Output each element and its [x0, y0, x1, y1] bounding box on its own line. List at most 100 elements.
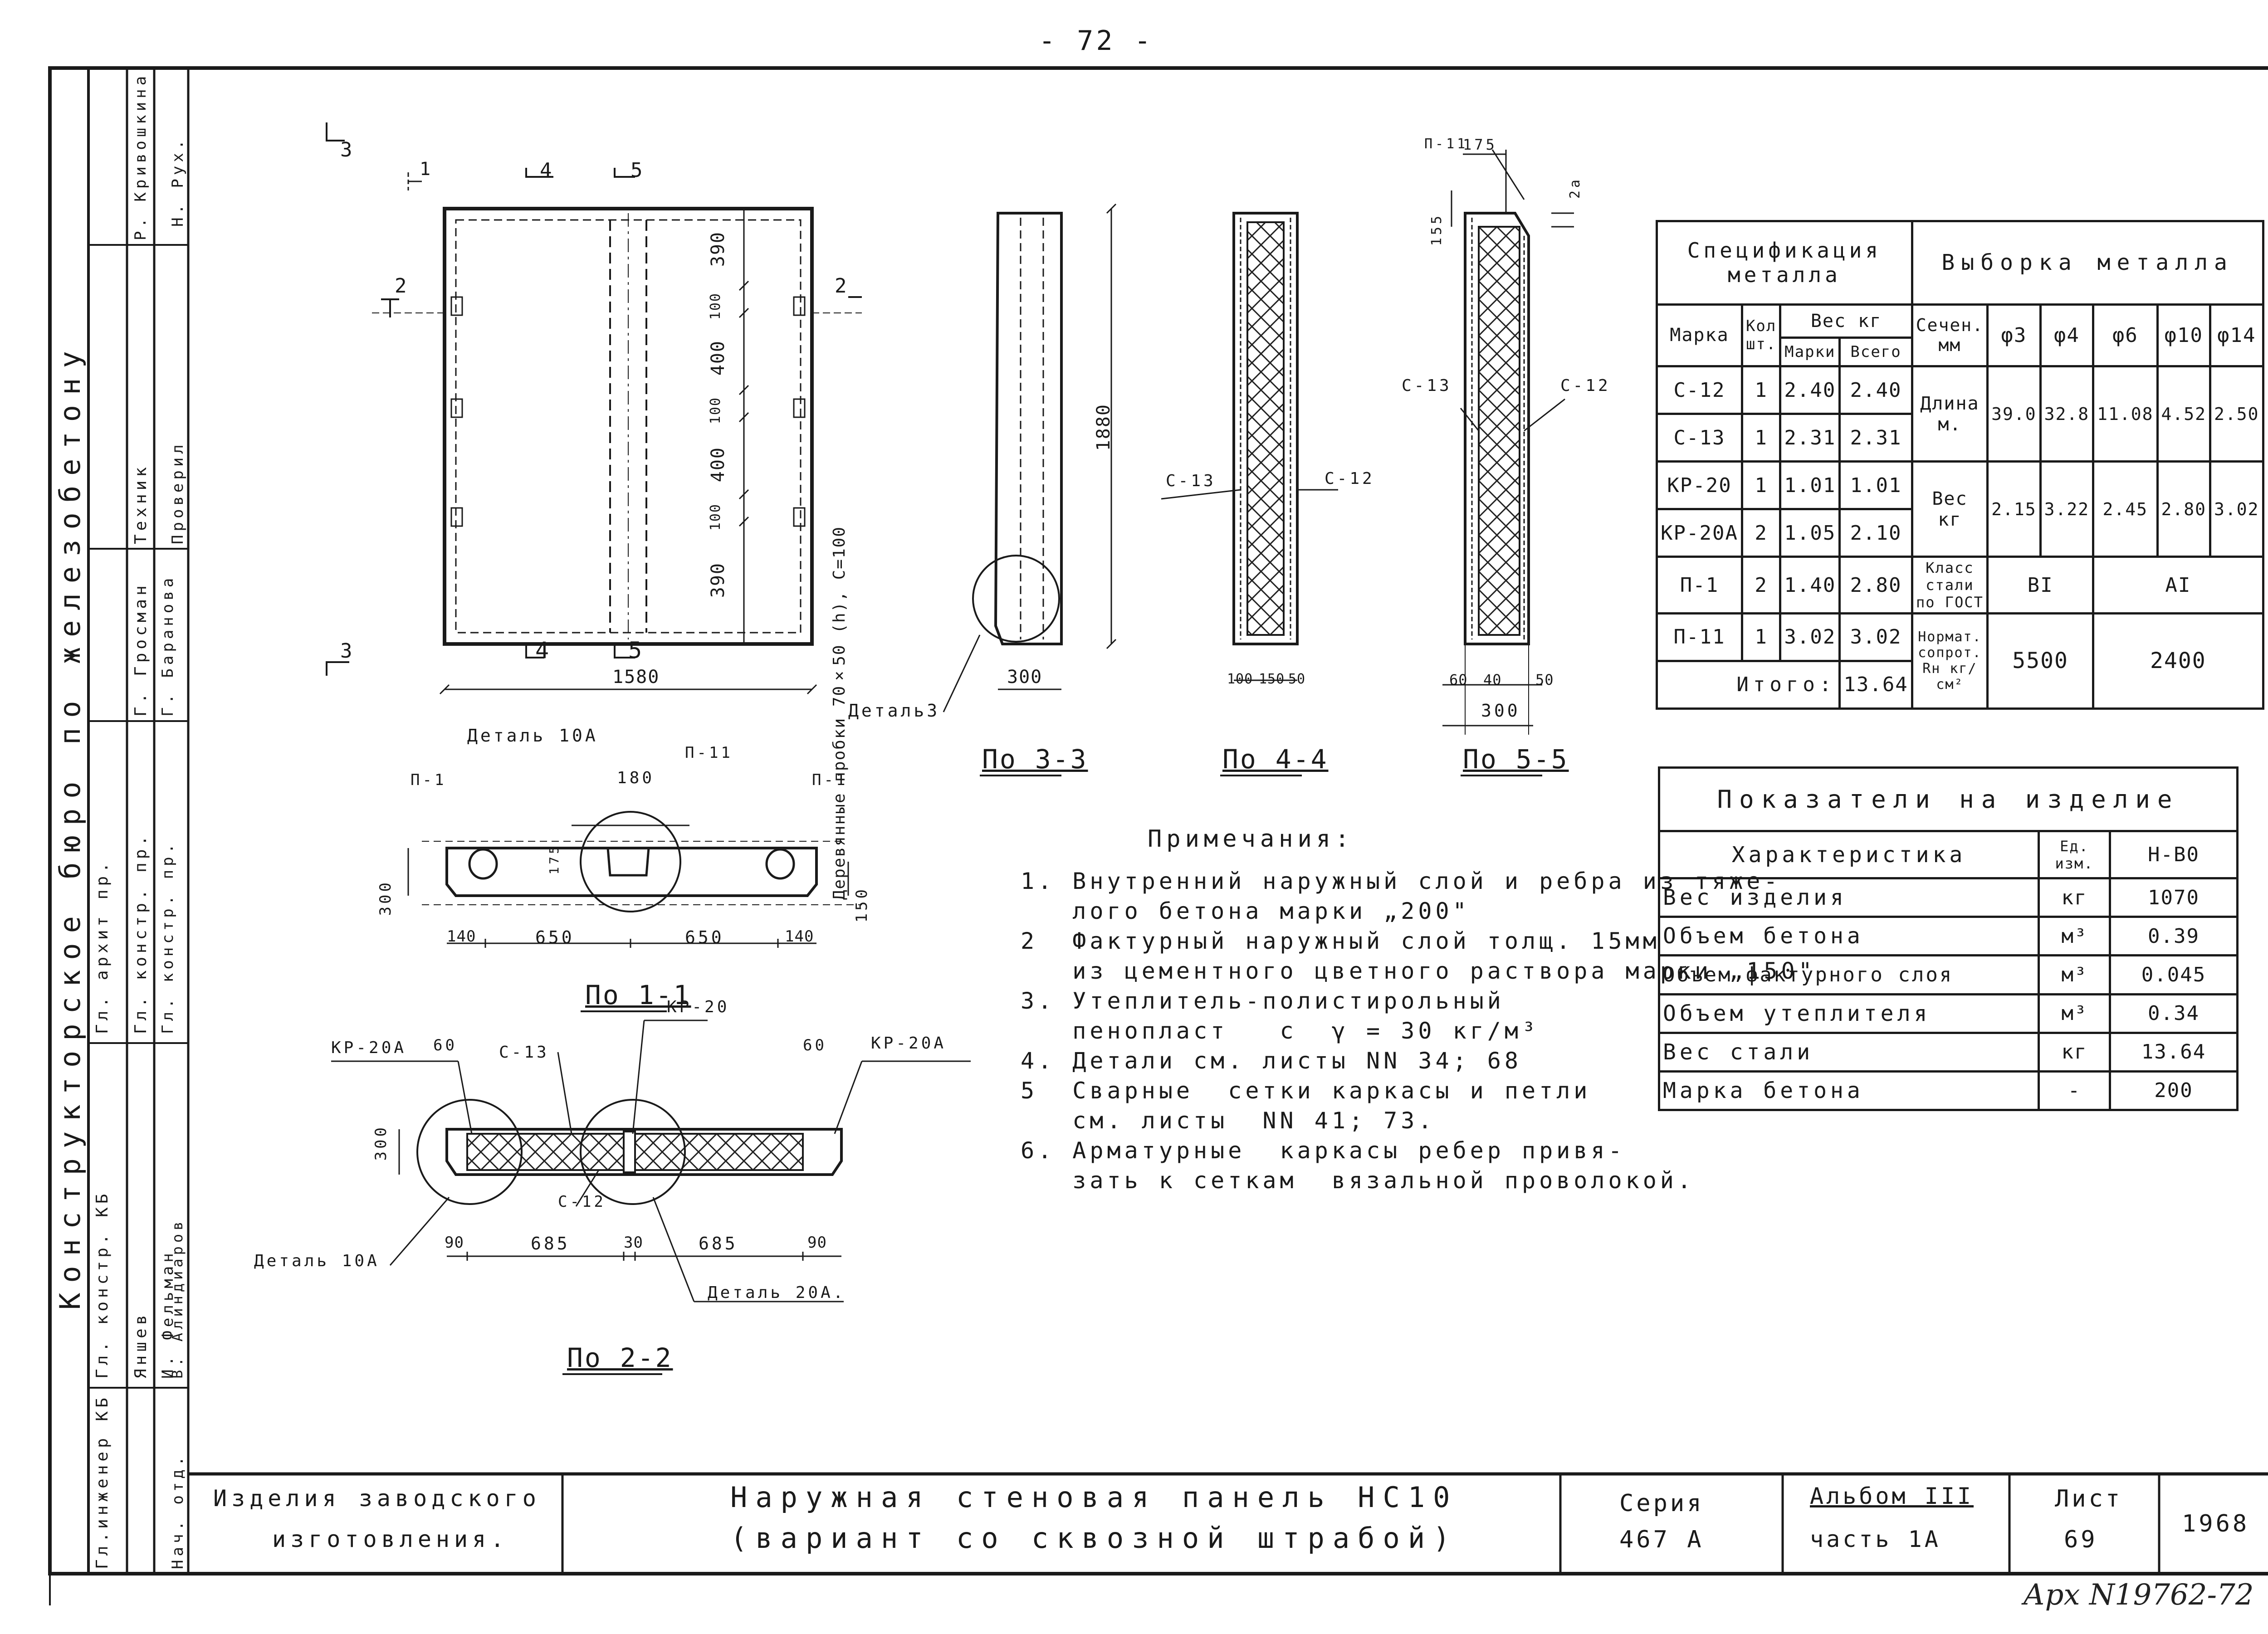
dim-1580: 1580: [612, 667, 660, 688]
note-line: 2 Фактурный наружный слой толщ. 15мм: [1021, 928, 1660, 954]
indicators-table: Показатели на изделие Характеристика Ед.…: [1658, 766, 2239, 1112]
dim-390-top: 390: [708, 231, 728, 267]
dim-100-b: 100: [708, 397, 723, 424]
col-d4: φ4: [2039, 303, 2095, 368]
stamp-name-baranova: Г. Баранова: [159, 574, 177, 717]
s2-kr20a-right: КР-20А: [871, 1034, 947, 1053]
note-line: из цементного цветного раствора марки „1…: [1021, 958, 1816, 984]
detail-3-label: Деталь3: [848, 701, 940, 721]
note-line: см. листы NN 41; 73.: [1021, 1107, 1436, 1134]
s5-dim-2a: 2а: [1567, 177, 1583, 199]
plug-label: Деревянные пробки 70×50 (h), С=100: [830, 526, 849, 900]
table-cell: -: [2038, 1070, 2111, 1112]
s2-kr20a-left: КР-20А: [331, 1039, 407, 1057]
table-cell: 1: [1740, 612, 1782, 662]
klass-ai: АI: [2092, 556, 2264, 615]
note-line: 3. Утеплитель-полистирольный: [1021, 988, 1505, 1014]
ves-d10: 2.80: [2156, 460, 2212, 558]
table-cell: 3.02: [1779, 612, 1841, 662]
table-cell: 3.02: [1838, 612, 1913, 662]
table-cell: Объем бетона: [1658, 916, 2040, 957]
note-line: 6. Арматурные каркасы ребер привя-: [1021, 1137, 1626, 1164]
drawing-title-line-2: (вариант со сквозной штрабой): [730, 1522, 1458, 1555]
itogo-value: 13.64: [1838, 659, 1913, 710]
table-cell: КР-20: [1656, 460, 1743, 511]
year: 1968: [2182, 1510, 2250, 1537]
table-cell: 1070: [2109, 877, 2239, 918]
table-cell: 1.01: [1838, 460, 1913, 511]
col-d10: φ10: [2156, 303, 2212, 368]
s1-dim-180: 180: [617, 769, 655, 787]
selection-title: Выборка металла: [1911, 220, 2264, 306]
detail-10a-label-s1: Деталь 10А: [467, 726, 598, 746]
table-cell: С-12: [1656, 365, 1743, 415]
col-ves-vsego: Всего: [1838, 337, 1913, 368]
s2-dim-90-right: 90: [807, 1234, 827, 1252]
s4-dim-100: 100: [1227, 671, 1253, 687]
s4-dim-150: 150: [1259, 671, 1285, 687]
s2-dim-90-left: 90: [445, 1234, 464, 1252]
table-cell: 1.05: [1779, 508, 1841, 558]
col-sechen: Сечен. мм: [1911, 303, 1989, 368]
s1-dim-140-right: 140: [785, 927, 814, 946]
table-cell: П-1: [1656, 556, 1743, 615]
table-cell: 0.045: [2109, 954, 2239, 995]
table-cell: Марка бетона: [1658, 1070, 2040, 1112]
table-cell: 200: [2109, 1070, 2239, 1112]
dlina-d3: 39.0: [1986, 365, 2042, 463]
panel-elevation: [326, 122, 862, 695]
dim-300-s3: 300: [1007, 667, 1043, 688]
cut-mark-4-bottom: 4: [535, 637, 552, 663]
table-cell: КР-20А: [1656, 508, 1743, 558]
s5-dim-175: 175: [1463, 136, 1497, 153]
section-5-5-label: По 5-5: [1463, 744, 1569, 775]
s5-dim-40: 40: [1483, 671, 1502, 688]
album-label: Альбом III: [1810, 1483, 1974, 1509]
table-cell: 1: [1740, 413, 1782, 463]
dim-400-a: 400: [708, 340, 728, 376]
spec-title: Спецификация металла: [1656, 220, 1913, 306]
col-d3: φ3: [1986, 303, 2042, 368]
dim-400-b: 400: [708, 447, 728, 483]
cut-mark-5-top: 5: [631, 159, 645, 182]
note-line: пенопласт с γ = 30 кг/м³: [1021, 1018, 1540, 1044]
cut-mark-3-top: 3: [340, 138, 355, 161]
s5-left-mesh-label: С-13: [1402, 376, 1452, 395]
cut-mark-4-top: 4: [540, 159, 555, 182]
table-cell: кг: [2038, 1031, 2111, 1073]
indicators-title: Показатели на изделие: [1658, 766, 2239, 833]
section-4-4: [1161, 212, 1338, 681]
klass-label: Класс стали по ГОСТ: [1911, 556, 1989, 615]
s4-right-mesh-label: С-12: [1325, 469, 1375, 488]
section-2-2-label: По 2-2: [567, 1342, 673, 1373]
itogo-label: Итого:: [1655, 659, 1841, 710]
note-line: зать к сеткам вязальной проволокой.: [1021, 1167, 1695, 1194]
table-cell: Объем утеплителя: [1658, 993, 2040, 1034]
table-cell: 1.01: [1779, 460, 1841, 511]
note-line: 4. Детали см. листы NN 34; 68: [1021, 1048, 1522, 1074]
s4-left-mesh-label: С-13: [1166, 472, 1216, 490]
org-name: Конструкторское бюро по железобетону: [54, 341, 87, 1310]
table-cell: 2.80: [1838, 556, 1913, 615]
s2-dim-300: 300: [372, 1125, 390, 1161]
s1-loop-center: П-11: [685, 744, 733, 762]
series-label: Серия: [1619, 1490, 1704, 1517]
section-3-3: [943, 203, 1117, 712]
category-line-1: Изделия заводского: [213, 1485, 541, 1512]
dlina-d10: 4.52: [2156, 365, 2212, 463]
stamp-name-rukh: Н. Рух.: [169, 136, 187, 227]
stamp-role-chief-constructor: Гл. констр. КБ: [93, 1190, 112, 1379]
category-line-2: изготовления.: [272, 1526, 509, 1552]
sheet-frame: [48, 66, 2268, 1575]
section-4-4-label: По 4-4: [1222, 744, 1329, 775]
table-cell: 1.40: [1779, 556, 1841, 615]
s5-dim-60: 60: [1449, 671, 1468, 688]
dim-100-c: 100: [708, 503, 723, 531]
table-cell: 2.10: [1838, 508, 1913, 558]
s2-dim-685-left: 685: [531, 1234, 570, 1254]
col-d6: φ6: [2092, 303, 2159, 368]
table-cell: Вес изделия: [1658, 877, 2040, 918]
s1-dim-140-left: 140: [447, 927, 476, 946]
col-unit: Ед. изм.: [2038, 830, 2111, 880]
